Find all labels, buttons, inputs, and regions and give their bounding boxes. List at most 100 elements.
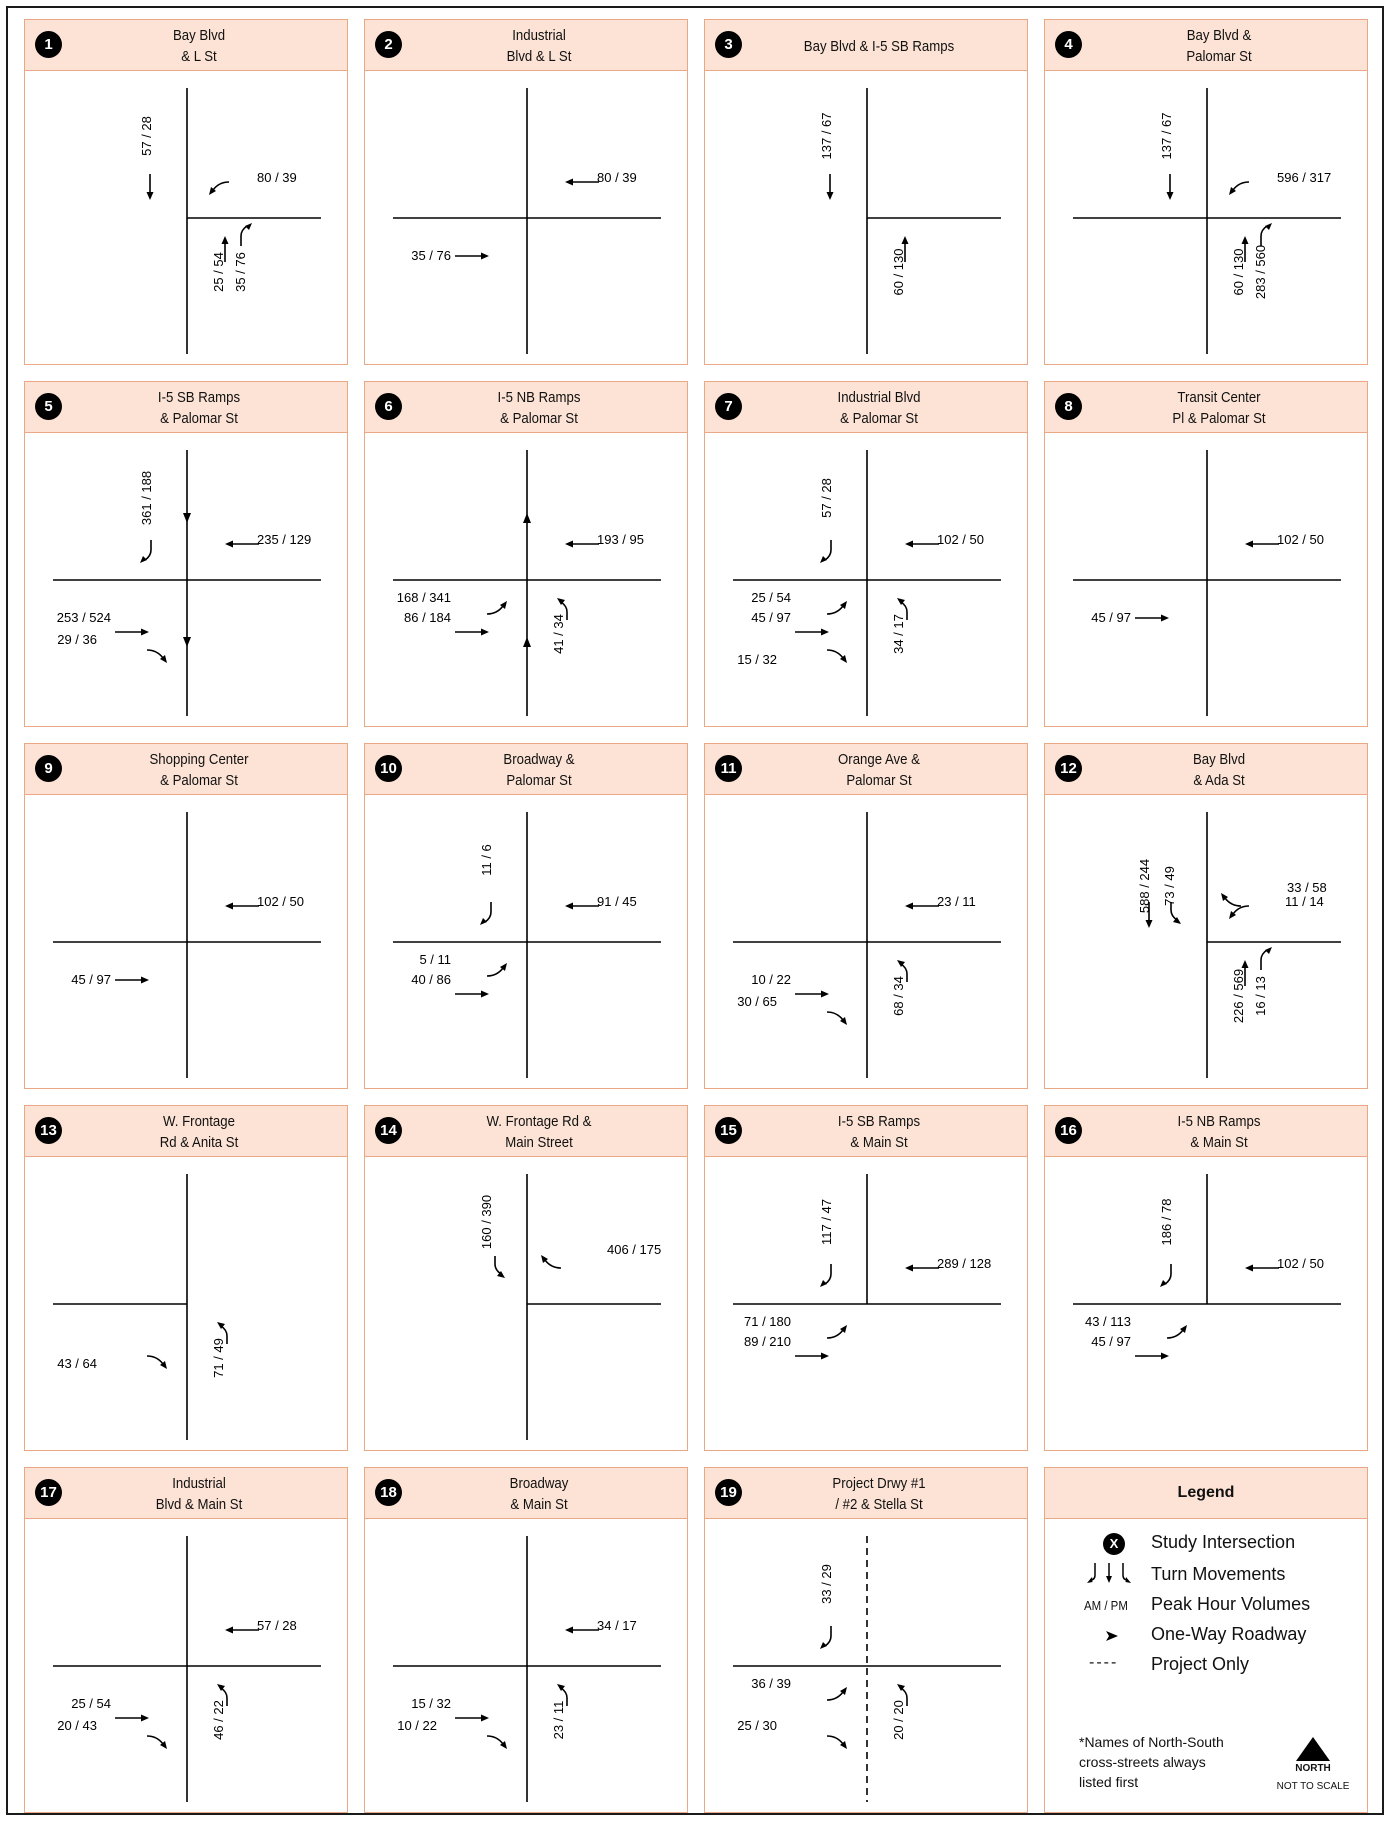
volume-label: 186 / 78 [1159,1199,1174,1246]
movement-arrow-r-s [140,540,152,563]
intersection-title: Bay Blvd& Ada St [1101,747,1337,793]
movement-arrow-st-e [1135,614,1169,622]
one-way-marker [183,637,191,647]
movement-arrow-st-e [115,1714,149,1722]
volume-label: 35 / 76 [411,248,451,263]
movement-arrow-l-n [897,1684,908,1706]
movement-arrow-st-n [1241,236,1249,262]
volume-label: 80 / 39 [257,170,297,185]
intersection-title-line: Palomar St [506,772,572,789]
intersection-title-line: Shopping Center [149,751,249,768]
movement-arrow-r-s [820,1264,832,1287]
intersection-number-badge: 4 [1055,31,1082,58]
legend-peak-label: Peak Hour Volumes [1151,1594,1311,1614]
movement-arrow-l-w [209,181,230,195]
movement-arrow-st-e [455,628,489,636]
intersection-title-line: W. Frontage Rd & [486,1113,592,1130]
am-pm-symbol: AM / PM [1083,1598,1128,1613]
intersection-title-line: / #2 & Stella St [835,1496,923,1513]
movement-arrow-l-e [826,1687,847,1701]
movement-arrow-st-e [455,990,489,998]
legend-oneway-label: One-Way Roadway [1151,1624,1307,1644]
movement-arrow-r-e [146,1735,167,1749]
intersection-number-badge: 19 [715,1479,742,1506]
intersection-title-line: Orange Ave & [838,751,920,768]
intersection-number-badge: 17 [35,1479,62,1506]
volume-label: 33 / 29 [819,1564,834,1604]
movement-arrow-st-w [905,1264,939,1272]
intersection-number-badge: 18 [375,1479,402,1506]
movement-arrow-l-e [826,1325,847,1339]
intersection-title: I-5 NB Ramps& Palomar St [421,385,657,431]
movement-arrow-st-e [455,252,489,260]
movement-arrow-l-s [494,1256,505,1278]
volume-label: 193 / 95 [597,532,644,547]
movement-arrow-r-s [820,1626,832,1649]
volume-label: 137 / 67 [819,113,834,160]
legend-panel: Legend X Study Intersection Turn Movemen… [1044,1467,1368,1813]
legend-project-label: Project Only [1151,1654,1250,1674]
movement-arrow-l-n [217,1684,228,1706]
volume-label: 289 / 128 [937,1256,991,1271]
one-way-marker [523,637,531,647]
volume-label: 226 / 569 [1231,969,1246,1023]
volume-label: 45 / 97 [1091,610,1131,625]
movement-arrow-r-s [1160,1264,1172,1287]
one-way-marker [183,513,191,523]
not-to-scale-label: NOT TO SCALE [1276,1781,1350,1792]
intersection-number-badge: 2 [375,31,402,58]
north-label: NORTH [1295,1763,1331,1774]
movement-arrow-st-s [826,174,834,200]
intersection-title-line: Project Drwy #1 [832,1475,926,1492]
volume-label: 25 / 54 [751,590,791,605]
movement-arrow-st-e [795,628,829,636]
intersection-title: Bay Blvd &Palomar St [1101,23,1337,69]
movement-arrow-r-n [1260,947,1272,970]
legend-note-line: listed first [1079,1774,1139,1790]
volume-label: 406 / 175 [607,1242,661,1257]
study-intersection-icon: X [1103,1533,1125,1555]
intersection-number-badge: 7 [715,393,742,420]
volume-label: 23 / 11 [937,894,976,909]
movement-arrow-r-n [1260,223,1272,246]
volume-label: 43 / 113 [1085,1314,1131,1329]
volume-label: 57 / 28 [257,1618,297,1633]
movement-arrow-st-e [795,1352,829,1360]
legend-note-line: *Names of North-South [1079,1734,1224,1750]
movement-arrow-st-w [565,1626,599,1634]
intersection-number-badge: 1 [35,31,62,58]
volume-label: 596 / 317 [1277,170,1331,185]
movement-arrow-st-w [565,902,599,910]
movement-arrow-r-e [826,1735,847,1749]
movement-arrow-r-s [480,902,492,925]
movement-arrow-r-w [1221,893,1242,907]
movement-arrow-r-s [820,540,832,563]
volume-label: 10 / 22 [751,972,791,987]
